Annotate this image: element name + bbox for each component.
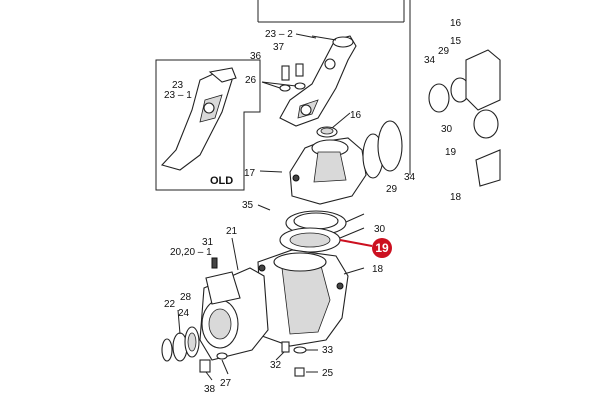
part-label-36: 36	[250, 51, 262, 62]
drawing-frame	[257, 0, 411, 175]
part-label-31: 31	[202, 237, 214, 248]
part-label-17: 17	[244, 168, 256, 179]
highlight-callout-19[interactable]: 19	[339, 238, 392, 258]
main-housing-part	[257, 249, 349, 347]
part-label-16-center: 16	[350, 110, 362, 121]
part-label-29-center: 29	[386, 184, 398, 195]
part-label-37: 37	[273, 42, 285, 53]
part-label-21: 21	[226, 226, 238, 237]
part-label-23: 23	[172, 80, 184, 91]
part-label-23-1: 23 – 1	[164, 90, 192, 101]
axle-flange-part	[199, 267, 269, 361]
leader-lines	[177, 33, 365, 381]
right-side-parts	[428, 49, 501, 187]
part-label-24: 24	[178, 308, 190, 319]
old-label: OLD	[210, 175, 233, 187]
part-label-30-center: 30	[374, 224, 386, 235]
part-label-34-right: 34	[424, 55, 436, 66]
part-label-20: 20,20 – 1	[170, 247, 212, 258]
part-label-16-right: 16	[450, 18, 462, 29]
part-labels: 23 – 2 36 37 26 23 23 – 1 16 16 15 34 34…	[164, 18, 462, 395]
part-label-34-center: 34	[404, 172, 416, 183]
axle-seal-parts	[161, 326, 200, 362]
part-label-30-right: 30	[441, 124, 453, 135]
part-label-32: 32	[270, 360, 282, 371]
housing-cap-part	[289, 137, 367, 205]
part-label-23-2: 23 – 2	[265, 29, 293, 40]
fastener-parts	[199, 257, 307, 377]
part-label-27: 27	[220, 378, 232, 389]
part-label-18-center: 18	[372, 264, 384, 275]
part-label-33: 33	[322, 345, 334, 356]
part-label-19-right: 19	[445, 147, 457, 158]
part-label-26: 26	[245, 75, 257, 86]
ring-parts	[279, 120, 403, 253]
part-label-22: 22	[164, 299, 176, 310]
old-inset: OLD	[155, 59, 261, 191]
part-label-28: 28	[180, 292, 192, 303]
part-label-38: 38	[204, 384, 216, 395]
part-label-35: 35	[242, 200, 254, 211]
highlight-part-number: 19	[375, 241, 389, 255]
part-label-18-right: 18	[450, 192, 462, 203]
part-label-29-right: 29	[438, 46, 450, 57]
part-label-15: 15	[450, 36, 462, 47]
bolt-parts	[261, 63, 306, 92]
part-label-25: 25	[322, 368, 334, 379]
steering-arm-part	[279, 35, 357, 127]
